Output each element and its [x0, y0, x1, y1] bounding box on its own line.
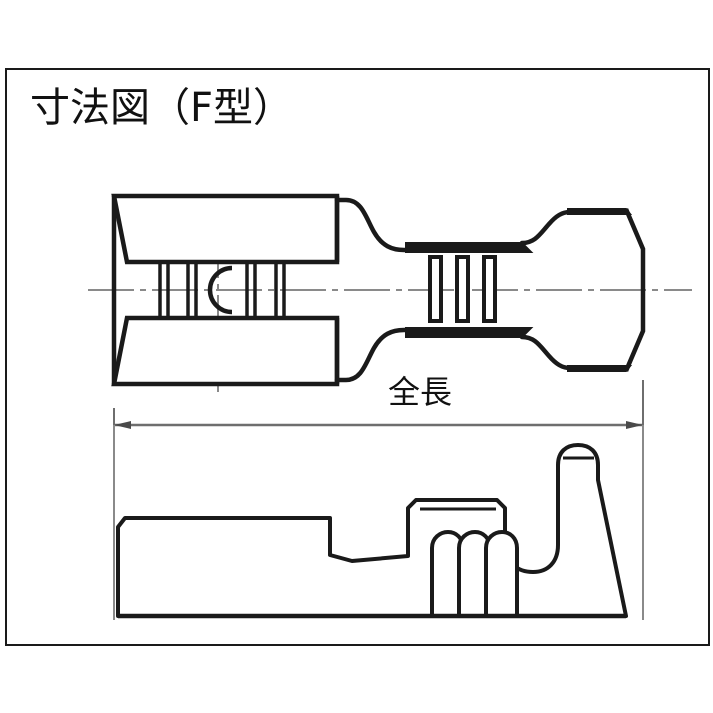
receptacle-slot-2 — [455, 255, 470, 323]
receptacle-slot-3 — [482, 255, 497, 323]
overall-length-label: 全長 — [388, 373, 453, 411]
side-view-body-outline — [116, 443, 628, 618]
upper-receptacle-band — [405, 242, 534, 253]
lower-right-shoulder — [519, 334, 573, 371]
dim-arrow-left — [114, 421, 131, 429]
wire-end-circle — [207, 265, 233, 315]
dim-arrow-right — [626, 421, 643, 429]
receptacle-slot-1 — [428, 255, 443, 323]
page-title: 寸法図（F型） — [30, 85, 294, 131]
upper-s-curve-transition — [334, 197, 417, 253]
upper-right-shoulder — [519, 209, 573, 246]
lower-s-curve-transition — [334, 327, 417, 383]
tab-outer-profile — [623, 208, 646, 372]
lower-receptacle-band — [405, 327, 534, 338]
side-slot-3 — [484, 530, 519, 616]
